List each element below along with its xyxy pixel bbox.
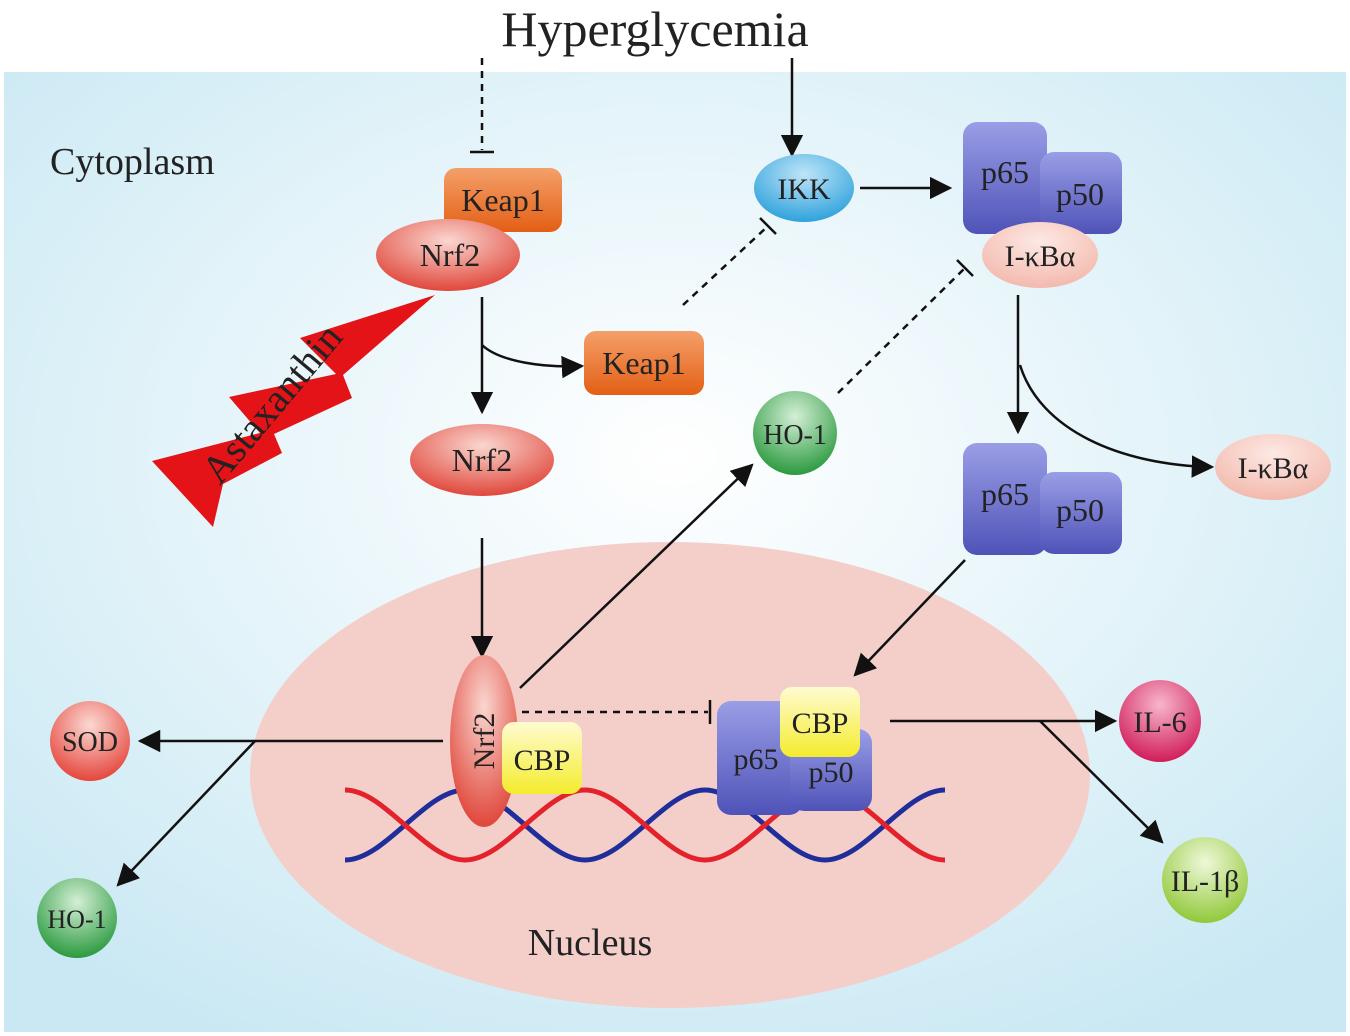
p50-free-label: p50 [1056,492,1104,528]
keap1-bound-label: Keap1 [461,182,545,218]
ho1-out-label: HO-1 [47,905,106,934]
cytoplasm-label: Cytoplasm [50,141,215,183]
p65-nuclear-label: p65 [734,743,779,776]
ikk-ellipse [754,154,854,222]
nfkb-to-il1b-arrow [1039,720,1164,844]
ikba-free-label: I-κBα [1238,452,1309,485]
inhibition-bar [956,259,974,277]
nrf2-bound-label: Nrf2 [420,237,480,273]
ikba-complex-ellipse [982,222,1098,288]
ikba-complex-label: I-κBα [1005,240,1076,273]
cbp-nfkb-label: CBP [792,707,849,740]
nrf2-nuclear-label: Nrf2 [468,713,501,770]
keap1-free-label: Keap1 [602,345,686,381]
p50-nuclear-label: p50 [809,756,854,789]
keap1-inhibits-ikk [682,225,769,306]
cbp-nrf2-label: CBP [514,744,571,777]
p65-complex-label: p65 [981,154,1029,190]
ho1-cyto-label: HO-1 [763,420,827,451]
p50-complex-box [1040,152,1122,234]
keap1-release-arrow [481,344,585,379]
il6-circle [1119,680,1201,762]
cbp-nrf2-box [502,722,582,794]
p50-complex-label: p50 [1056,176,1104,212]
ho1-out-circle [37,878,117,958]
nrf2-free-label: Nrf2 [452,442,512,478]
ikba-free-ellipse [1215,434,1331,500]
nucleus-label: Nucleus [528,922,653,964]
inhibition-bar [759,217,777,235]
nrf2-to-ho1-arrow [116,740,256,887]
ho1-inhibits-nfkb [837,267,966,394]
nrf2-induces-ho1-arrow [519,463,754,689]
p50-free-box [1040,472,1122,554]
cbp-nfkb-box [780,687,860,757]
p65-free-box [963,443,1047,555]
ikk-label: IKK [777,173,831,206]
ikba-release-arrow [1018,364,1215,478]
il1b-label: IL-1β [1171,865,1240,898]
keap1-bound-box [444,168,562,232]
keap1-free-box [584,331,704,395]
nucleus-region [250,542,1090,1008]
sod-circle [50,701,130,781]
il6-label: IL-6 [1133,706,1186,739]
ho1-cyto-circle [753,391,837,475]
diagram-title: Hyperglycemia [501,1,808,57]
astaxanthin-bolt [152,295,435,527]
il1b-circle [1162,837,1248,923]
nrf2-free-ellipse [410,424,554,496]
nrf2-bound-ellipse [376,219,520,291]
sod-label: SOD [62,727,118,758]
nfkb-translocation-arrow [853,559,966,677]
nrf2-nuclear-ellipse [450,655,518,827]
p65-complex-box [963,122,1047,234]
p65-free-label: p65 [981,476,1029,512]
